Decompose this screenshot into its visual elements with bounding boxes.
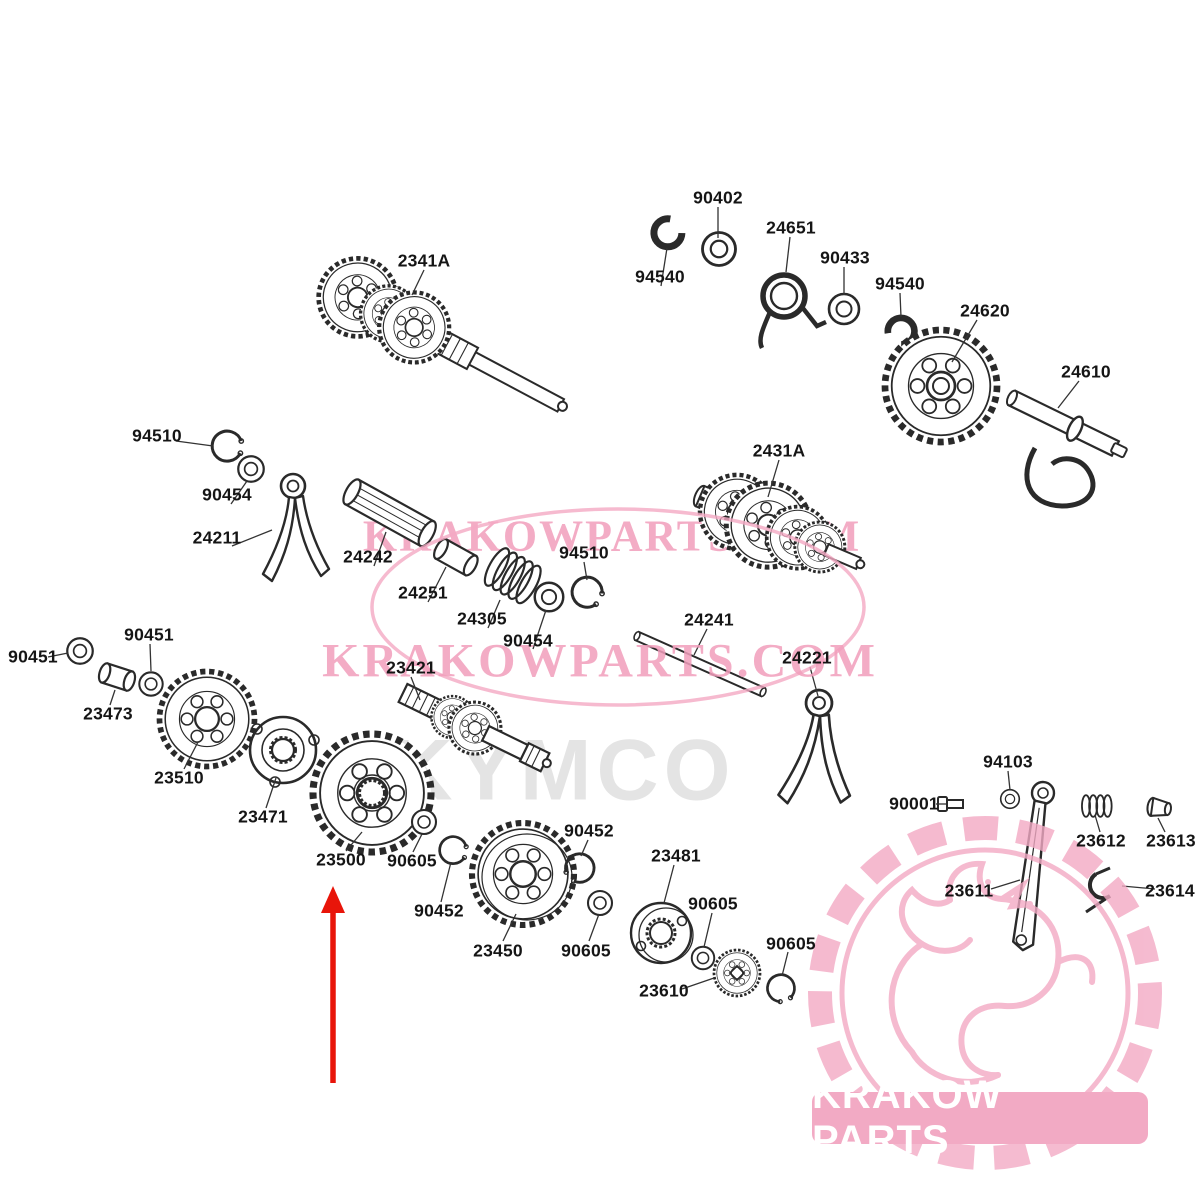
part-label-90452: 90452 [414,900,464,921]
part-label-24211: 24211 [192,527,242,548]
part-label-90451: 90451 [8,646,58,667]
part-label-24610: 24610 [1061,361,1111,382]
part-label-90452: 90452 [564,820,614,841]
part-label-90001: 90001 [889,793,939,814]
drawing-gear-23450 [472,823,574,925]
drawing-gear-23500 [313,734,431,852]
part-label-90454: 90454 [503,630,553,651]
drawing-shaft-24610 [1005,389,1128,459]
part-label-90605: 90605 [387,850,437,871]
part-label-90454: 90454 [202,484,252,505]
part-label-24221: 24221 [782,647,832,668]
part-label-2431A: 2431A [752,440,806,461]
part-label-94510: 94510 [559,542,609,563]
part-label-23450: 23450 [473,940,523,961]
drawing-spring-24651 [758,272,827,350]
part-label-90433: 90433 [820,247,870,268]
part-label-2341A: 2341A [397,250,451,271]
part-label-90605: 90605 [688,893,738,914]
drawing-hub-23481 [629,901,694,965]
drawing-arm-24610 [1024,446,1096,509]
part-label-24241: 24241 [684,609,734,630]
part-label-94540: 94540 [635,266,685,287]
part-label-94510: 94510 [132,425,182,446]
part-label-23610: 23610 [639,980,689,1001]
part-label-94103: 94103 [983,751,1033,772]
drawing-pin-23613 [1146,796,1173,817]
drawing-carrier-23471 [248,715,320,788]
part-label-24651: 24651 [766,217,816,238]
part-label-90605: 90605 [766,933,816,954]
part-label-23500: 23500 [316,849,366,870]
part-label-23421: 23421 [386,657,436,678]
part-label-23481: 23481 [651,845,701,866]
part-label-23473: 23473 [83,703,133,724]
part-label-23471: 23471 [238,806,288,827]
part-label-24251: 24251 [398,582,448,603]
part-label-94540: 94540 [875,273,925,294]
part-label-23611: 23611 [944,880,994,901]
pointer-arrow [321,886,345,1083]
part-label-23613: 23613 [1146,830,1196,851]
part-label-90451: 90451 [124,624,174,645]
part-label-90402: 90402 [693,187,743,208]
part-label-23510: 23510 [154,767,204,788]
drawing-bushing-23473 [97,662,137,692]
part-label-90605: 90605 [561,940,611,961]
drawing-sprocket-24620 [885,330,997,442]
part-label-24305: 24305 [457,608,507,629]
drawing-gear-23610 [712,948,762,998]
part-label-23614: 23614 [1145,880,1195,901]
part-label-24242: 24242 [343,546,393,567]
part-label-23612: 23612 [1076,830,1126,851]
part-label-24620: 24620 [960,300,1010,321]
drawing-shaft-2341A [305,245,569,413]
